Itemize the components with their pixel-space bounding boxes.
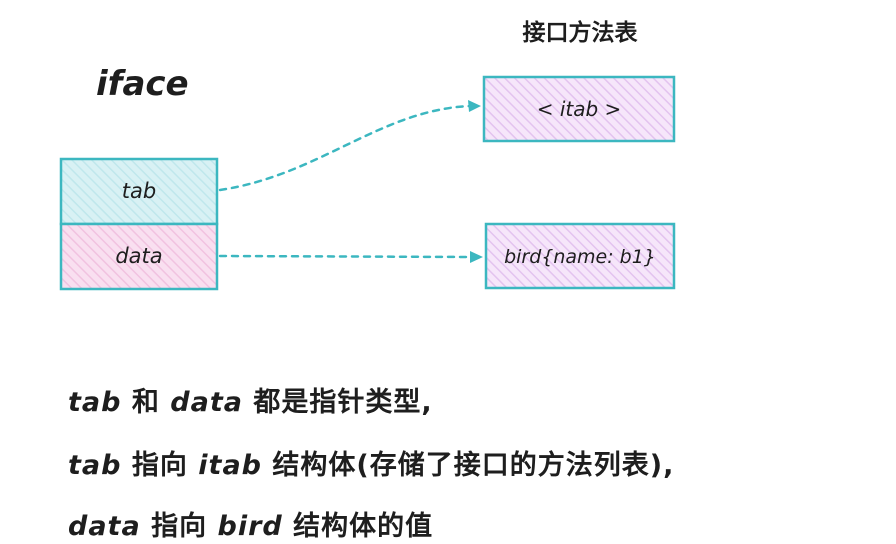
note-2-text-b: 结构体(存储了接口的方法列表), [262,450,675,481]
iface-label: iface [96,64,189,104]
bird-box: bird{name: b1} [484,222,676,290]
note-line-3: data 指向 bird 结构体的值 [68,504,433,543]
iface-struct: tab data [59,157,219,291]
note-1-text-b: 都是指针类型, [242,387,433,418]
data-pointer-arrow [218,254,472,259]
note-line-1: tab 和 data 都是指针类型, [68,380,433,419]
note-1-data: data [170,387,243,418]
bird-box-frame [484,222,676,290]
note-2-itab: itab [198,450,262,481]
itab-box-frame [482,75,676,143]
note-2-text-a: 指向 [121,450,199,481]
data-arrowhead [470,251,483,263]
note-1-tab: tab [68,387,122,418]
note-3-data: data [68,511,141,542]
tab-field-label: tab [122,179,156,203]
data-field-box [59,222,219,291]
data-field-label: data [115,244,162,268]
method-table-title: 接口方法表 [523,19,639,46]
note-2-tab: tab [68,450,122,481]
bird-label: bird{name: b1} [504,246,656,268]
tab-arrowhead [468,100,481,112]
note-3-text-a: 指向 [140,511,218,542]
note-1-text-a: 和 [121,387,171,418]
tab-pointer-arrow [218,104,472,192]
note-line-2: tab 指向 itab 结构体(存储了接口的方法列表), [68,443,674,482]
itab-box: < itab > [482,75,676,143]
note-3-text-b: 结构体的值 [282,511,434,542]
itab-label: < itab > [537,97,622,121]
note-3-bird: bird [217,511,283,542]
